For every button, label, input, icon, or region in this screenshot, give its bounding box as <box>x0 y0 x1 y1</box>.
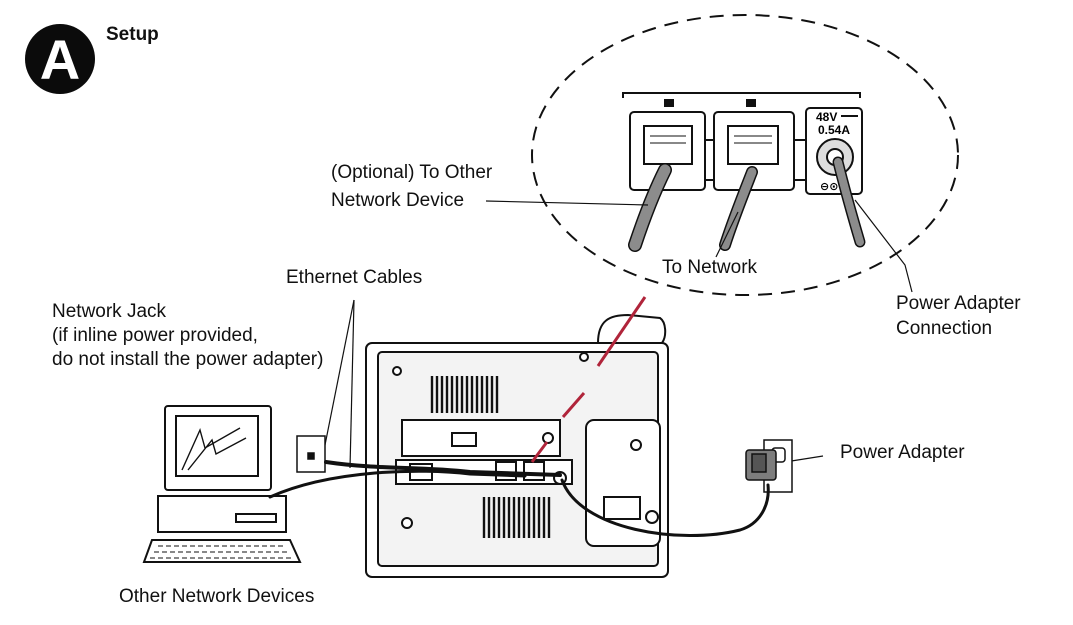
computer-illustration <box>142 405 302 563</box>
rj45-contacts <box>650 135 772 144</box>
port-current: 0.54A <box>818 123 850 137</box>
label-power-conn-line2: Connection <box>896 318 993 339</box>
port-callout-ellipse <box>531 14 959 296</box>
phone-base <box>365 313 669 578</box>
vent-slots <box>430 376 551 538</box>
label-optional-line1: (Optional) To Other <box>331 162 493 183</box>
label-ethernet-cables: Ethernet Cables <box>286 267 423 288</box>
label-optional-line2: Network Device <box>331 190 465 211</box>
section-title: Setup <box>106 24 159 45</box>
label-to-network: To Network <box>662 257 758 278</box>
pc-port-icon <box>664 99 674 107</box>
network-wall-jack <box>296 435 326 473</box>
port-voltage: 48V <box>816 110 837 124</box>
section-badge: A <box>25 24 95 94</box>
label-other-devices: Other Network Devices <box>119 586 315 607</box>
badge-letter: A <box>39 27 81 91</box>
network-cables <box>268 460 770 538</box>
network-port-icon <box>746 99 756 107</box>
port-panel <box>622 92 863 195</box>
label-network-jack-line2: (if inline power provided, <box>52 325 258 346</box>
label-network-jack-line1: Network Jack <box>52 301 167 322</box>
callout-cables <box>628 156 866 252</box>
label-network-jack-line3: do not install the power adapter) <box>52 349 324 370</box>
label-power-conn-line1: Power Adapter <box>896 293 1021 314</box>
leader-lines <box>321 199 913 469</box>
power-outlet <box>745 439 793 493</box>
keyboard-keys <box>150 545 294 559</box>
pointer-red-lines <box>530 296 647 463</box>
label-power-adapter: Power Adapter <box>840 442 965 463</box>
